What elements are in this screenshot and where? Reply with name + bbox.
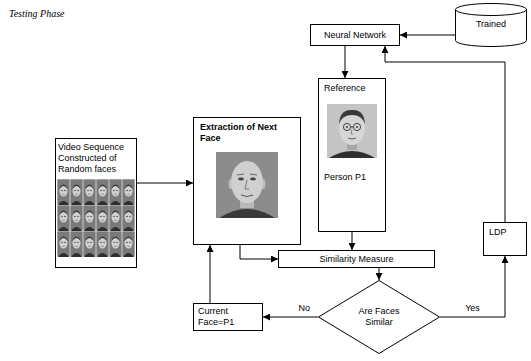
glasses-bridge [351,126,354,127]
cylinder-top [456,4,527,16]
brows [237,174,257,175]
flow-arrow [345,46,346,78]
node-text: Neural Network [324,30,386,41]
reference-box: Reference Person P1 [318,78,386,232]
flow-arrow [352,232,353,250]
process-box: Neural Network [310,24,400,46]
connectors [137,35,505,317]
glasses [343,123,350,130]
node-text: Are Faces Similar [348,306,410,328]
shirt [219,209,275,218]
node-text: Reference [324,83,380,94]
decision-diamond: Are Faces Similar [318,280,440,354]
process-box: Current Face=P1 [193,303,263,331]
edge-label: No [297,304,311,314]
node-text: Trained [476,19,506,30]
hair [339,110,365,124]
flow-arrow [400,35,455,36]
face-picture [216,152,278,218]
flow-arrow [379,268,380,280]
flow-arrow [263,317,318,318]
node-text: Similarity Measure [319,254,393,265]
process-box: Similarity Measure [278,250,435,268]
photo-ground [327,104,377,158]
glasses [353,123,360,130]
database-cylinder: Trained [455,3,527,47]
input-box: Video Sequence Constructed of Random fac… [55,138,137,268]
process-box: Extraction of Next Face [193,117,301,245]
flow-arrow [385,46,505,222]
shirt [329,151,375,158]
nose [351,129,353,134]
node-text: Video Sequence Constructed of Random fac… [58,142,134,174]
node-text: Current Face=P1 [198,306,258,328]
eye [346,126,348,128]
eye [250,177,256,180]
node-text: LDP [489,227,521,238]
flow-arrow [210,245,211,303]
flow-arrow [240,245,278,259]
photo-ground [216,152,278,218]
edge-label: Yes [464,304,481,314]
node-text: Person P1 [324,172,380,183]
face-thumbnails [57,179,135,257]
eye [356,126,358,128]
mouth [348,138,356,139]
face-grid-picture [57,179,135,257]
flow-arrow [137,183,193,184]
diagram-title: Testing Phase [9,8,64,19]
eye [238,177,244,180]
diamond-shape [319,281,440,354]
process-box: LDP [483,222,527,256]
head [231,161,263,203]
nose [245,180,249,189]
node-text: Extraction of Next Face [200,122,294,144]
mouth [241,195,253,197]
flow-arrow [440,256,505,317]
face-picture [327,104,377,158]
